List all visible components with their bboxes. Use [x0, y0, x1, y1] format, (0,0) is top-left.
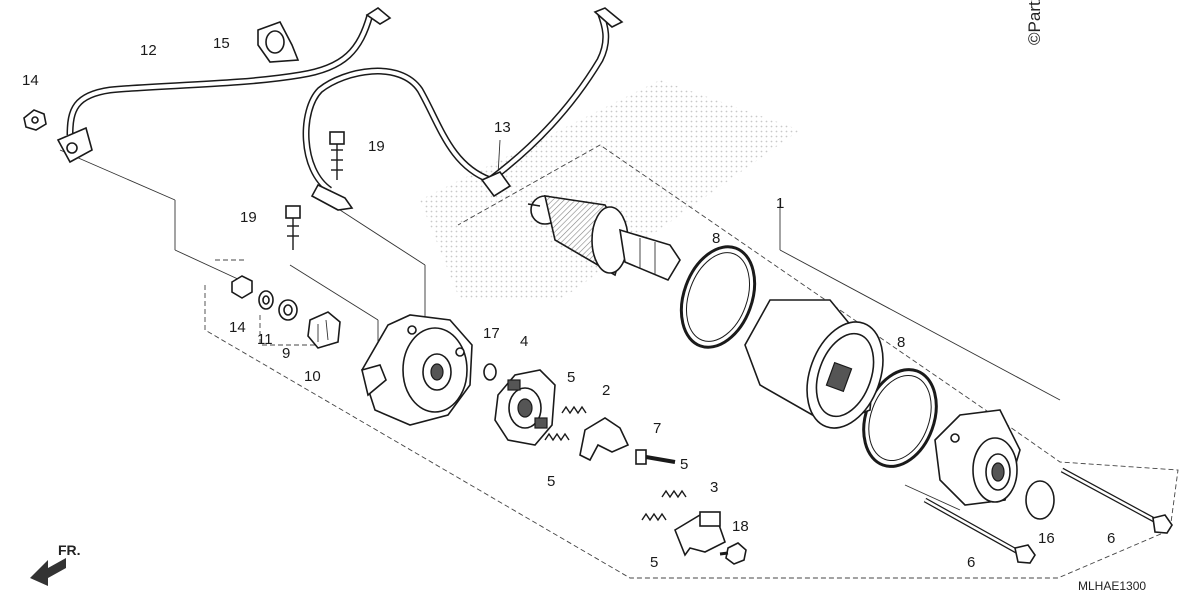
callout-14b: 14 [229, 319, 246, 336]
callout-5d: 5 [650, 554, 658, 571]
callout-11: 11 [257, 331, 273, 348]
through-bolt-lower [923, 497, 1036, 564]
nut-lower [231, 275, 253, 299]
callout-7: 7 [653, 420, 661, 437]
callout-18: 18 [732, 518, 749, 535]
callout-13: 13 [494, 119, 511, 136]
diagram-code: MLHAE1300 [1078, 579, 1146, 593]
callout-19a: 19 [368, 138, 385, 155]
callout-1: 1 [776, 195, 784, 212]
spring-d [641, 512, 667, 522]
callout-12: 12 [140, 42, 157, 59]
washer [258, 290, 274, 310]
o-ring-front [1025, 480, 1055, 520]
armature [527, 195, 681, 282]
callout-15: 15 [213, 35, 230, 52]
o-ring-small [278, 299, 298, 321]
callout-4: 4 [520, 333, 528, 350]
callout-19b: 19 [240, 209, 257, 226]
front-direction-arrow: FR. [30, 542, 81, 586]
rear-cover [361, 314, 473, 426]
callout-2: 2 [602, 382, 610, 399]
screw [719, 542, 747, 565]
callout-5c: 5 [680, 456, 688, 473]
cable-clip [480, 171, 512, 198]
yoke [744, 299, 884, 429]
watermark-stipple [420, 80, 800, 300]
callout-8a: 8 [712, 230, 720, 247]
spring-a [561, 405, 587, 415]
copyright-watermark: ©Partzilla [1025, 0, 1044, 45]
callout-5b: 5 [547, 473, 555, 490]
ground-cable [302, 7, 624, 211]
callout-17: 17 [483, 325, 500, 342]
terminal-bolt [635, 449, 676, 465]
through-bolt-upper [1060, 467, 1173, 534]
spring-b [544, 432, 570, 442]
callouts: 1 2 3 4 5 5 5 5 6 6 7 8 8 9 10 11 12 13 … [22, 35, 1115, 571]
brush-holder [494, 369, 556, 446]
nut-upper [23, 109, 47, 131]
callout-9: 9 [282, 345, 290, 362]
callout-16: 16 [1038, 530, 1055, 547]
brush-b [674, 511, 726, 557]
terminal-insulator [307, 311, 341, 349]
callout-6a: 6 [967, 554, 975, 571]
assembly-outline [204, 144, 1179, 579]
callout-5a: 5 [567, 369, 575, 386]
bolt-lower [285, 205, 301, 250]
cable-terminal [56, 126, 93, 164]
gasket-rear [679, 245, 757, 349]
callout-10: 10 [304, 368, 321, 385]
front-cover [934, 409, 1021, 506]
o-ring-tiny [483, 363, 497, 381]
spring-c [661, 489, 687, 499]
callout-3: 3 [710, 479, 718, 496]
brush-a [579, 417, 630, 462]
cable-clamp [257, 21, 300, 63]
bolt-upper [329, 131, 345, 180]
callout-8b: 8 [897, 334, 905, 351]
direction-label: FR. [58, 542, 81, 558]
callout-14a: 14 [22, 72, 39, 89]
callout-6b: 6 [1107, 530, 1115, 547]
starter-cable [66, 7, 392, 136]
